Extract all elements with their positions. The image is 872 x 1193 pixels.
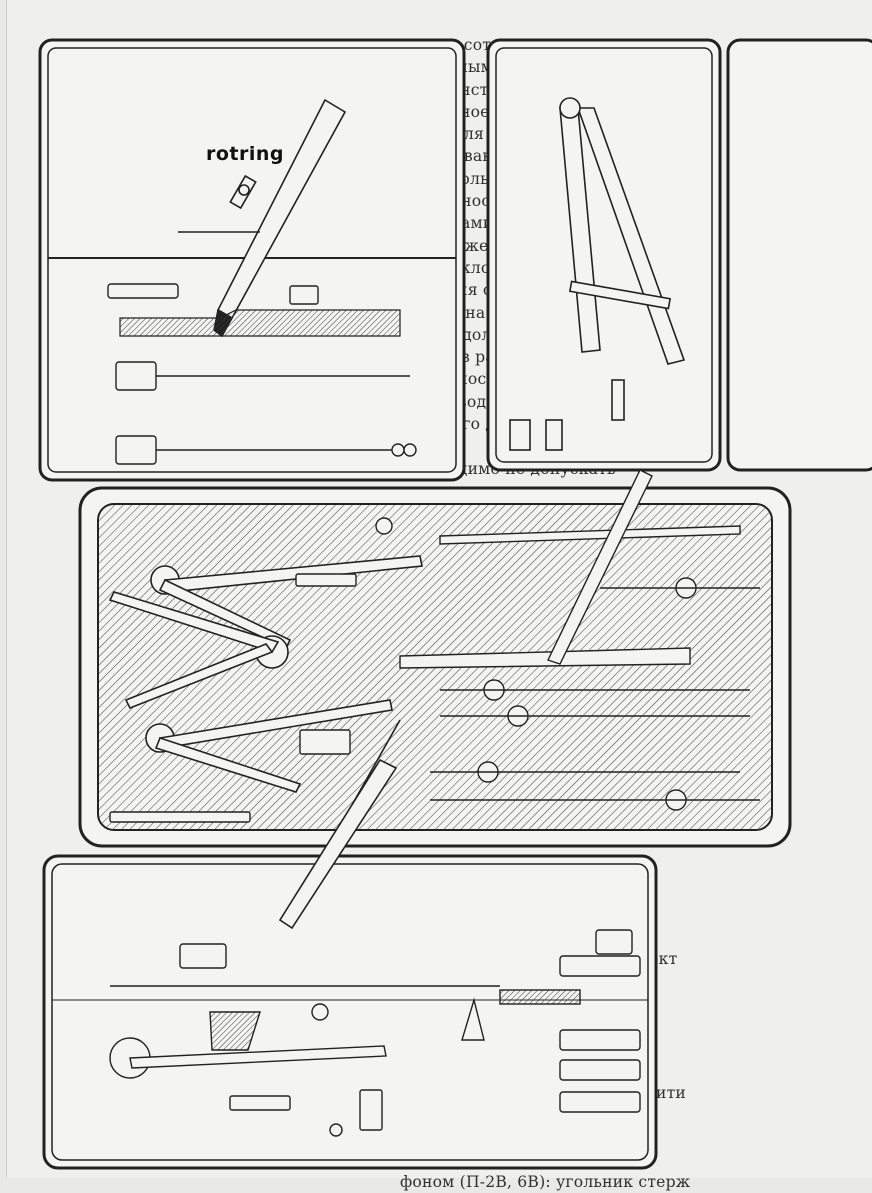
case-top-right-lid xyxy=(486,38,872,472)
large-compass xyxy=(509,97,686,451)
rotring-logo-label: rotring xyxy=(206,143,285,165)
tray-compasses xyxy=(108,555,423,930)
tray-parts-right xyxy=(109,469,760,823)
bottom-tray-parts xyxy=(109,929,641,1137)
bottom-instrument-tray xyxy=(42,854,658,1170)
small-parts-top-left xyxy=(107,283,417,465)
hatched-ruler-strip xyxy=(119,309,401,337)
